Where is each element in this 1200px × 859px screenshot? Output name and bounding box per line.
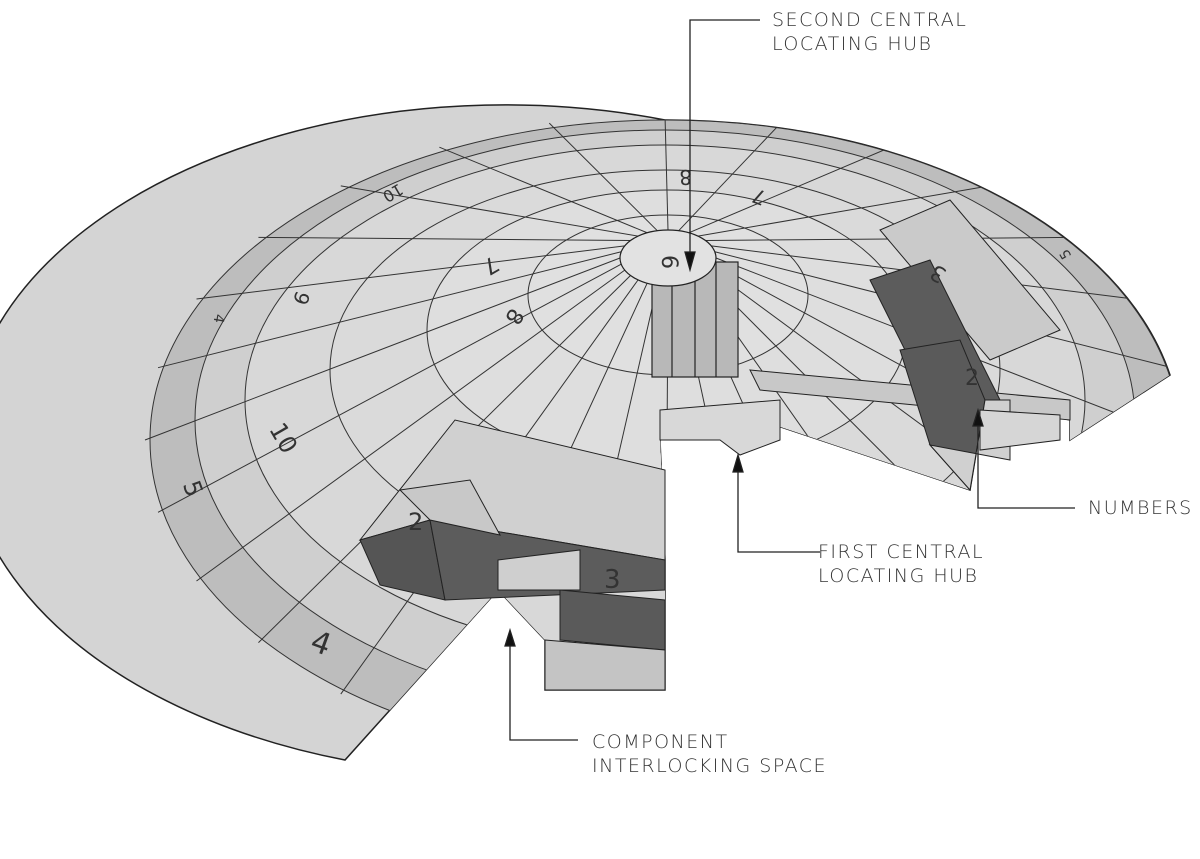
seam-line (340, 185, 639, 237)
number-2: 2 (408, 508, 423, 536)
seam-line (196, 245, 625, 300)
number-hub: 6 (656, 255, 681, 269)
seam-line (688, 146, 891, 234)
seam-line (678, 122, 782, 232)
label-interlocking-space: COMPONENT INTERLOCKING SPACE (592, 730, 827, 778)
label-second-hub: SECOND CENTRAL LOCATING HUB (772, 8, 967, 56)
label-line: INTERLOCKING SPACE (592, 755, 828, 777)
seam-line (697, 185, 990, 237)
seam-line (196, 269, 626, 582)
number-8b: 8 (679, 165, 692, 189)
number-3: 3 (604, 565, 621, 595)
seam-line (664, 114, 669, 231)
seam-line (157, 263, 622, 513)
seam-line (258, 236, 631, 242)
seam-line (548, 122, 658, 232)
seam-line (157, 251, 622, 369)
central-hub (619, 229, 739, 378)
number-4b: 4 (210, 313, 227, 325)
label-line: FIRST CENTRAL (818, 541, 985, 563)
seam-line (439, 146, 648, 234)
label-first-hub: FIRST CENTRAL LOCATING HUB (818, 540, 984, 588)
label-line: COMPONENT (592, 731, 729, 753)
label-numbers: NUMBERS DEN (1088, 497, 1200, 519)
dome-body (0, 104, 1171, 761)
leader-lines (504, 19, 1075, 741)
seam-line (144, 257, 621, 441)
label-line: SECOND CENTRAL (772, 9, 968, 31)
cutaway-blocks (358, 199, 1071, 691)
label-line: LOCATING HUB (818, 565, 979, 587)
number-2b: 2 (965, 366, 979, 391)
label-line: LOCATING HUB (772, 33, 933, 55)
